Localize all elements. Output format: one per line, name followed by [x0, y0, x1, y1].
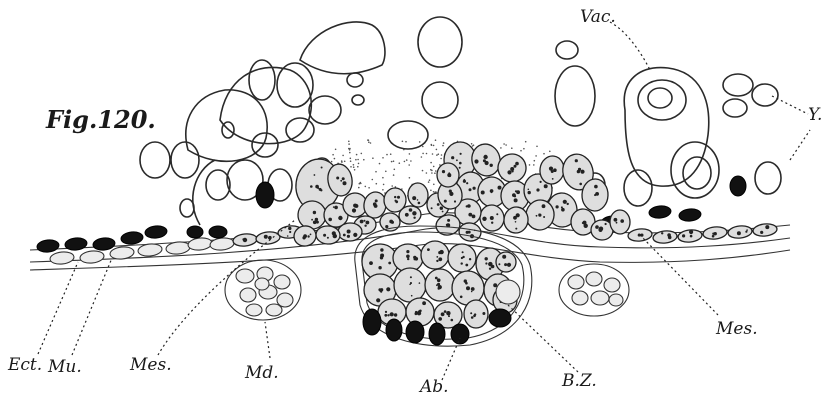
- label-mu: Mu.: [47, 357, 82, 377]
- leader-y-lower: [790, 130, 810, 160]
- label-y: Y.: [808, 105, 822, 125]
- label-vac: Vac.: [580, 7, 616, 27]
- leader-vac: [610, 22, 650, 70]
- leader-y-upper: [772, 96, 808, 114]
- figure-title: Fig.120.: [45, 105, 156, 134]
- leader-bz: [508, 305, 578, 372]
- vacuole-outline: [624, 68, 709, 186]
- label-bz: B.Z.: [561, 371, 597, 391]
- leader-ect: [38, 262, 78, 354]
- right-cluster-cells: [568, 272, 623, 306]
- yolk-droplet: [418, 17, 462, 67]
- label-mes-left: Mes.: [129, 355, 172, 375]
- leader-mu: [72, 258, 112, 355]
- yolk-outline-large: [300, 22, 385, 74]
- ab-cells: [362, 241, 520, 345]
- leader-md: [265, 322, 270, 358]
- label-ect: Ect.: [7, 355, 42, 375]
- leader-ab: [442, 338, 460, 380]
- md-cells: [236, 267, 293, 316]
- label-ab: Ab.: [418, 377, 449, 395]
- label-mes-right: Mes.: [715, 319, 758, 339]
- label-md: Md.: [244, 363, 279, 383]
